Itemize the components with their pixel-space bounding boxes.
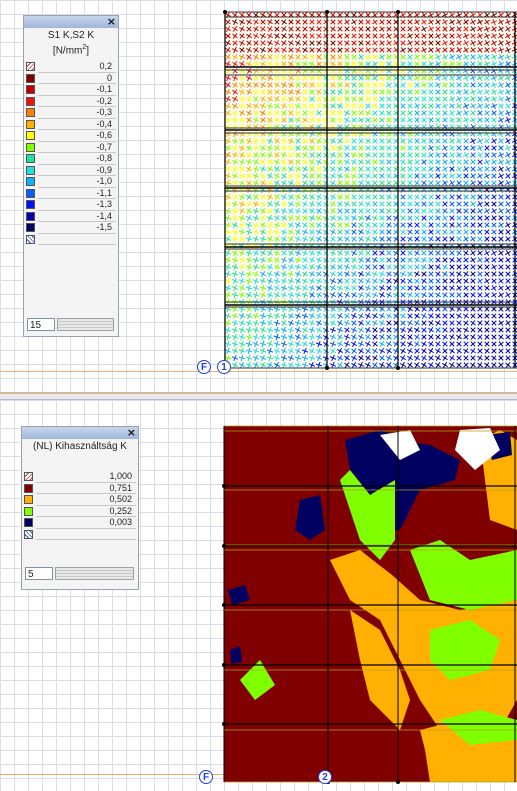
legend-swatch — [24, 472, 33, 481]
legend-swatch — [26, 119, 35, 129]
legend-swatch — [26, 96, 35, 106]
stress-crosses — [224, 11, 517, 369]
utilization-regions — [228, 428, 517, 782]
legend-value: -0,9 — [96, 164, 112, 175]
legend-swatch — [26, 211, 35, 221]
legend-swatch — [24, 495, 33, 504]
legend-swatch — [26, 223, 35, 233]
principal-stress-plot — [223, 10, 517, 370]
legend-swatch — [26, 165, 35, 175]
legend-swatch — [26, 73, 35, 83]
legend-value: 1,000 — [109, 471, 132, 481]
legend-heading: S1 K,S2 K [N/mm2] — [24, 28, 118, 61]
legend-value: -1,1 — [96, 187, 112, 198]
legend-row: 0,502 — [22, 494, 138, 506]
legend-swatch — [26, 62, 35, 72]
legend-count-stepper[interactable] — [57, 318, 114, 331]
legend-row: -1,0 — [24, 176, 118, 188]
legend-row: -0,1 — [24, 84, 118, 96]
legend-row: -1,5 — [24, 222, 118, 234]
axis-line-top — [0, 371, 517, 372]
legend-unit: [N/mm2] — [52, 44, 90, 57]
legend-swatch — [24, 483, 33, 493]
legend-swatch — [26, 188, 35, 198]
legend-swatch — [26, 131, 35, 141]
legend-value: -1,4 — [96, 210, 112, 221]
legend-row: -1,4 — [24, 211, 118, 223]
legend-swatch — [26, 142, 35, 152]
legend-value: -1,5 — [96, 222, 112, 233]
legend-swatch — [26, 177, 35, 187]
legend-value: 0,2 — [99, 61, 112, 72]
legend-row: 0 — [24, 73, 118, 85]
legend-row: -0,2 — [24, 96, 118, 108]
legend-row: -0,4 — [24, 119, 118, 131]
legend-swatch-min — [24, 529, 33, 539]
legend-value: -0,6 — [96, 130, 112, 141]
axis-marker-f-bottom[interactable]: F — [199, 770, 213, 784]
legend-row: -0,9 — [24, 165, 118, 177]
legend-value: -0,2 — [96, 95, 112, 106]
legend-value: -0,7 — [96, 141, 112, 152]
legend-swatch — [24, 518, 33, 527]
axis-marker-1[interactable]: 1 — [217, 360, 231, 374]
legend-swatch — [26, 200, 35, 210]
legend-value: -0,3 — [96, 107, 112, 118]
legend-close-icon[interactable]: × — [106, 15, 116, 28]
legend-row: -1,1 — [24, 188, 118, 200]
legend-swatch — [26, 85, 35, 95]
legend-value: -1,0 — [96, 176, 112, 187]
legend-value: 0,502 — [109, 494, 132, 504]
legend-row: 0,751 — [22, 482, 138, 494]
legend-row: -0,7 — [24, 142, 118, 154]
legend-row-min-hatch — [24, 234, 118, 246]
legend-row: 1,000 — [22, 471, 138, 483]
legend-value: -0,8 — [96, 153, 112, 164]
legend-heading: (NL) Kihasználtság K — [22, 439, 138, 471]
legend-swatch — [26, 108, 35, 118]
legend-row: 0,252 — [22, 505, 138, 517]
legend-title-bar[interactable]: × — [22, 426, 138, 439]
legend-count-input[interactable]: 15 — [27, 318, 55, 331]
legend-value: 0 — [106, 72, 112, 83]
legend-count-stepper[interactable] — [55, 567, 134, 580]
legend-count-input[interactable]: 5 — [25, 567, 53, 580]
legend-row: 0,2 — [24, 61, 118, 73]
legend-value: -1,3 — [96, 199, 112, 210]
legend-row-min-hatch — [22, 529, 138, 540]
legend-row: 0,003 — [22, 517, 138, 529]
legend-title: (NL) Kihasználtság K — [33, 441, 127, 452]
legend-close-icon[interactable]: × — [126, 426, 136, 439]
legend-row: -1,3 — [24, 199, 118, 211]
legend-title-bar[interactable]: × — [24, 15, 118, 28]
legend-row: -0,8 — [24, 153, 118, 165]
legend-value: 0,252 — [109, 505, 132, 516]
utilization-plot — [222, 425, 517, 784]
axis-marker-f[interactable]: F — [197, 360, 211, 374]
legend-row: -0,3 — [24, 107, 118, 119]
axis-line-top-2 — [0, 392, 517, 393]
legend-swatch — [26, 154, 35, 164]
legend-swatch-min — [26, 234, 35, 244]
legend-row: -0,6 — [24, 130, 118, 142]
legend-title: S1 K,S2 K — [47, 30, 95, 41]
axis-marker-2[interactable]: 2 — [318, 770, 332, 784]
legend-value: 0,751 — [109, 482, 132, 493]
legend-value: -0,1 — [96, 84, 112, 95]
legend-swatch — [24, 506, 33, 516]
viewport-separator[interactable] — [0, 393, 517, 400]
legend-value: -0,4 — [96, 118, 112, 129]
legend-value: 0,003 — [109, 517, 132, 527]
